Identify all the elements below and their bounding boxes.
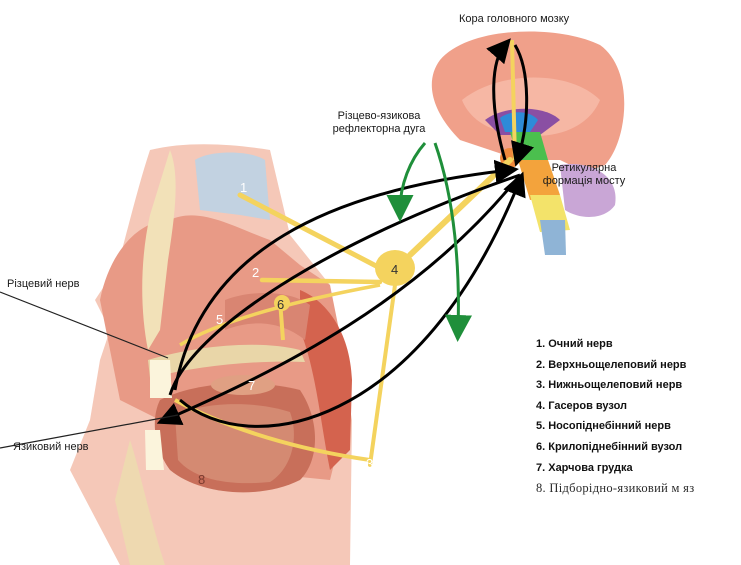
legend-item: 5. Носопіднебінний нерв	[536, 416, 694, 437]
legend-item: 3. Нижньощелеповий нерв	[536, 375, 694, 396]
marker-4: 4	[391, 262, 398, 277]
cortex-label: Кора головного мозку	[459, 13, 569, 25]
marker-8: 8	[198, 472, 205, 487]
incisive-nerve-label: Різцевий нерв	[7, 278, 79, 290]
reticular-formation-label: Ретикулярна формація мосту	[538, 162, 630, 188]
marker-5: 5	[216, 312, 223, 327]
legend-item: 7. Харчова грудка	[536, 458, 694, 479]
marker-2: 2	[252, 265, 259, 280]
legend-item: 8. Підборідно-язиковий м яз	[536, 478, 694, 499]
legend-item: 1. Очний нерв	[536, 334, 694, 355]
legend-item: 4. Гасеров вузол	[536, 396, 694, 417]
legend-item: 2. Верхньощелеповий нерв	[536, 355, 694, 376]
legend: 1. Очний нерв 2. Верхньощелеповий нерв 3…	[536, 334, 694, 499]
brain	[432, 31, 624, 255]
head-section	[70, 144, 352, 565]
marker-3: 3	[366, 456, 373, 471]
marker-6: 6	[277, 297, 284, 312]
legend-item: 6. Крилопіднебінний вузол	[536, 437, 694, 458]
marker-1: 1	[240, 180, 247, 195]
reflex-arc-label: Різцево-язикова рефлекторна дуга	[318, 110, 440, 136]
lingual-nerve-label: Язиковий нерв	[13, 441, 89, 453]
marker-7: 7	[248, 378, 255, 393]
